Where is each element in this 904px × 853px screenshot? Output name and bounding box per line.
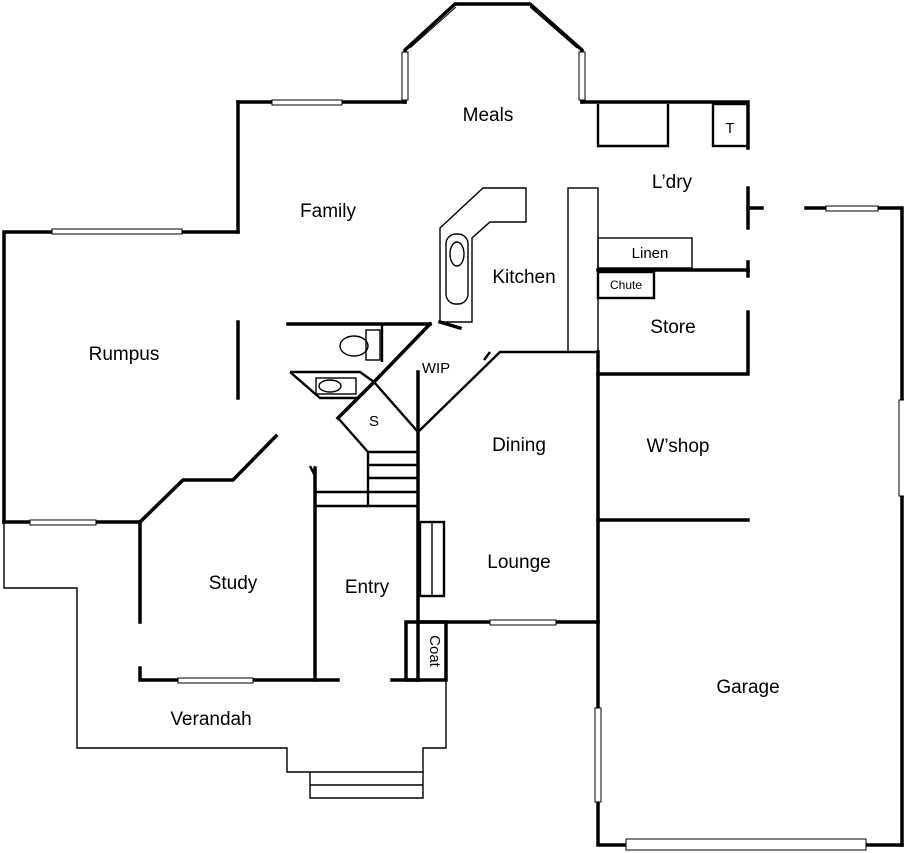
label-kitchen: Kitchen [492,267,555,288]
label-garage: Garage [716,677,779,698]
label-wip: WIP [422,360,450,377]
label-store: Store [650,317,695,338]
label-meals: Meals [463,105,514,126]
label-lounge: Lounge [487,552,550,573]
label-entry: Entry [345,577,390,598]
label-rumpus: Rumpus [89,344,160,365]
label-linen: Linen [632,245,669,262]
windows [29,6,904,851]
label-verandah: Verandah [170,709,251,730]
label-study: Study [209,573,258,594]
label-chute: Chute [610,278,642,292]
label-shower: S [369,413,379,430]
label-coat: Coat [426,635,443,668]
label-dining: Dining [492,435,546,456]
fixtures [286,102,750,682]
label-toilet: T [725,120,734,137]
room-labels: Meals Family L’dry T Linen Chute Kitchen… [89,105,780,730]
stairs [315,450,418,508]
label-workshop: W’shop [646,436,709,457]
label-laundry: L’dry [652,172,693,193]
label-family: Family [300,201,356,222]
